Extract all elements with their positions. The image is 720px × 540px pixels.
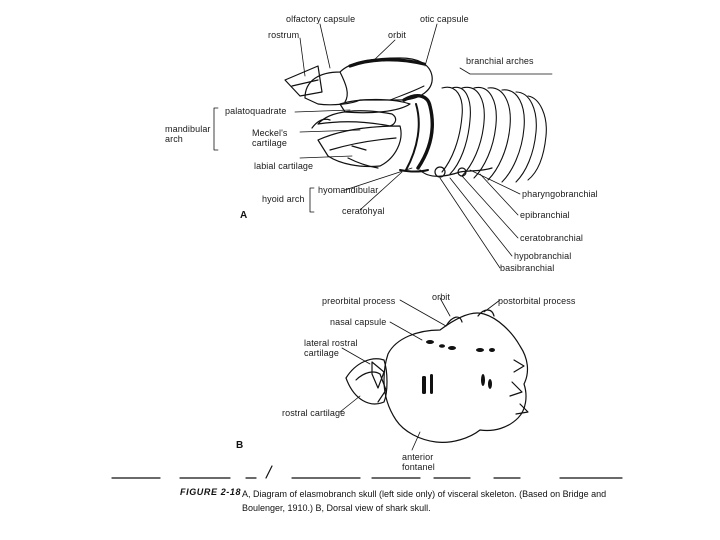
caption-rules bbox=[112, 466, 622, 478]
label-orbit-a: orbit bbox=[388, 30, 406, 40]
label-meckels-cartilage: Meckel's cartilage bbox=[252, 128, 304, 148]
figure-number: FIGURE 2-18 bbox=[180, 487, 241, 497]
label-labial-cartilage: labial cartilage bbox=[254, 161, 313, 171]
label-hypobranchial: hypobranchial bbox=[514, 251, 571, 261]
label-postorbital-process: postorbital process bbox=[498, 296, 575, 306]
label-hyomandibular: hyomandibular bbox=[318, 185, 378, 195]
figure-caption: A, Diagram of elasmobranch skull (left s… bbox=[242, 487, 642, 515]
label-rostral-cartilage: rostral cartilage bbox=[282, 408, 345, 418]
label-epibranchial: epibranchial bbox=[520, 210, 570, 220]
label-ceratobranchial: ceratobranchial bbox=[520, 233, 583, 243]
panel-a-drawing bbox=[285, 58, 546, 182]
label-nasal-capsule: nasal capsule bbox=[330, 317, 386, 327]
label-otic-capsule: otic capsule bbox=[420, 14, 469, 24]
panel-label-a: A bbox=[240, 210, 247, 221]
label-basibranchial: basibranchial bbox=[500, 263, 554, 273]
label-ceratohyal: ceratohyal bbox=[342, 206, 385, 216]
label-palatoquadrate: palatoquadrate bbox=[225, 106, 286, 116]
label-mandibular-arch: mandibular arch bbox=[165, 124, 213, 144]
caption-line-2: Boulenger, 1910.) B, Dorsal view of shar… bbox=[242, 501, 642, 515]
panel-b-marks bbox=[422, 340, 495, 394]
label-lateral-rostral-cartilage: lateral rostral cartilage bbox=[304, 338, 368, 358]
label-olfactory-capsule: olfactory capsule bbox=[286, 14, 355, 24]
label-anterior-fontanel: anterior fontanel bbox=[402, 452, 446, 472]
label-rostrum: rostrum bbox=[268, 30, 299, 40]
panel-b-drawing bbox=[346, 310, 528, 442]
panel-label-b: B bbox=[236, 440, 243, 451]
label-preorbital-process: preorbital process bbox=[322, 296, 395, 306]
label-orbit-b: orbit bbox=[432, 292, 450, 302]
label-branchial-arches: branchial arches bbox=[466, 56, 534, 66]
caption-line-1: A, Diagram of elasmobranch skull (left s… bbox=[242, 487, 642, 501]
label-hyoid-arch: hyoid arch bbox=[262, 194, 305, 204]
label-pharyngobranchial: pharyngobranchial bbox=[522, 189, 598, 199]
